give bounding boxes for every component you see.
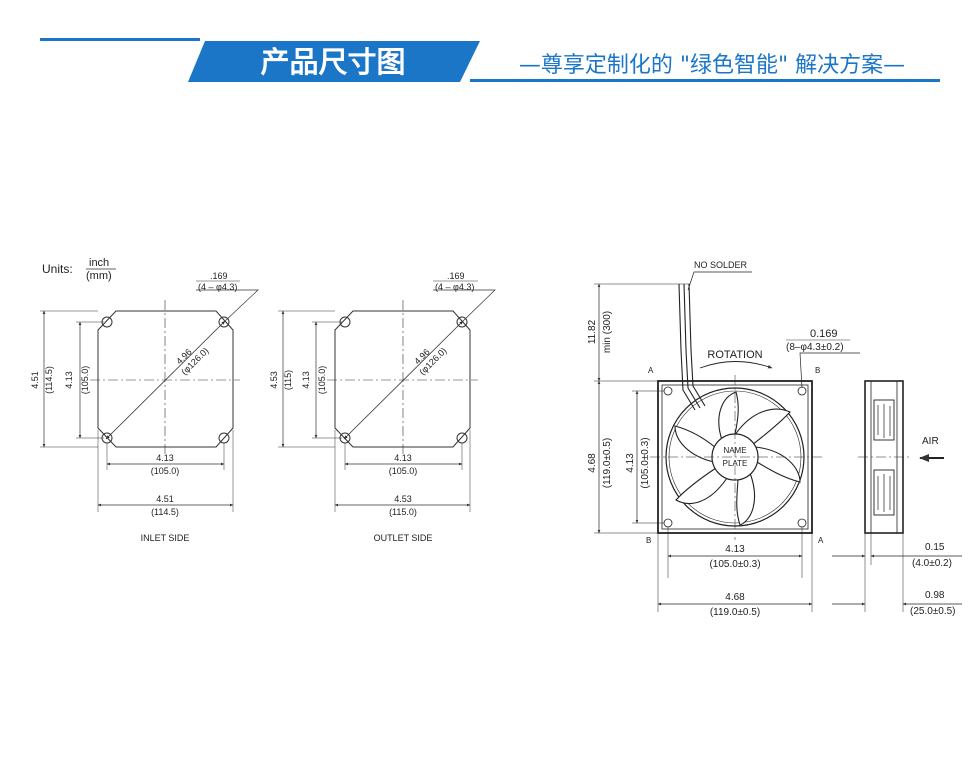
- corner-a-top: A: [648, 366, 654, 375]
- outlet-diagonal: [343, 320, 464, 440]
- fan-blades: [674, 391, 801, 526]
- corner-b-bottom: B: [646, 536, 651, 545]
- units-numerator: inch: [89, 257, 109, 269]
- outlet-hole-size-inch: .169: [447, 271, 465, 281]
- outlet-hole-size-mm: (4 – φ4.3): [435, 282, 474, 292]
- fan-lead-wire: [678, 283, 696, 411]
- fan-hole-leader: [799, 352, 860, 389]
- header-title-block: [188, 41, 480, 82]
- fan-hole-size-inch: 0.169: [810, 328, 838, 340]
- no-solder-leader: [687, 271, 752, 291]
- side-labels: AIR 0.15 (4.0±0.2) 0.98 (25.0±0.5): [910, 436, 956, 617]
- inlet-height-outer-mm: (114.5): [44, 366, 54, 394]
- fan-width-inner-mm: (105.0±0.3): [709, 559, 760, 570]
- inlet-height-outer-inch: 4.51: [30, 371, 40, 389]
- fan-height-outer-mm: (119.0±0.5): [602, 438, 613, 488]
- outlet-height-inner-inch: 4.13: [301, 371, 311, 389]
- depth-mm: (25.0±0.5): [910, 606, 956, 617]
- fan-width-inner-inch: 4.13: [725, 544, 745, 555]
- inlet-width-inner-inch: 4.13: [156, 453, 174, 463]
- inlet-width-outer-mm: (114.5): [151, 507, 179, 517]
- flange-thickness-mm: (4.0±0.2): [912, 558, 952, 569]
- inlet-hole-size-mm: (4 – φ4.3): [198, 282, 237, 292]
- outlet-height-outer-mm: (115): [283, 370, 293, 390]
- outlet-labels: .169 (4 – φ4.3) 4.96 (φ126.0) 4.53 (115)…: [269, 271, 478, 543]
- inlet-labels: .169 (4 – φ4.3) 4.96 (φ126.0) 4.51 (114.…: [30, 271, 240, 543]
- fan-front-view: [594, 271, 860, 612]
- air-label: AIR: [922, 436, 939, 447]
- fan-side-view: [832, 380, 962, 612]
- outlet-outline: [334, 310, 471, 448]
- units-denominator: (mm): [86, 270, 112, 282]
- fan-height-outer-inch: 4.68: [587, 453, 598, 473]
- fan-labels: NO SOLDER 0.169 (8–φ4.3±0.2) ROTATION A …: [587, 260, 850, 618]
- fan-mount-hole: [797, 518, 807, 528]
- outlet-width-outer-mm: (115.0): [389, 507, 417, 517]
- header-banner: 产品尺寸图 —尊享定制化的 "绿色智能" 解决方案—: [40, 38, 940, 82]
- flange-thickness-inch: 0.15: [925, 542, 945, 553]
- outlet-hole-leader: [433, 289, 496, 323]
- header-slogan: —尊享定制化的 "绿色智能" 解决方案—: [519, 53, 905, 78]
- outlet-side-view: [278, 289, 496, 512]
- fan-mount-hole: [663, 518, 673, 528]
- header-bottom-rule: [470, 79, 940, 82]
- inlet-hole-leader: [196, 289, 259, 323]
- corner-b-top: B: [815, 366, 820, 375]
- no-solder-label: NO SOLDER: [694, 260, 748, 270]
- outlet-width-inner-mm: (105.0): [389, 466, 418, 476]
- fan-height-inner-inch: 4.13: [625, 453, 636, 473]
- inlet-hole-size-inch: .169: [210, 271, 228, 281]
- units-label: Units:: [42, 262, 73, 276]
- fan-width-outer-inch: 4.68: [725, 592, 745, 603]
- rotation-arrow: [699, 361, 773, 369]
- header-accent-stripe: [462, 41, 488, 82]
- inlet-width-outer-inch: 4.51: [156, 494, 174, 504]
- outlet-width-inner-inch: 4.13: [394, 453, 412, 463]
- fan-height-inner-mm: (105.0±0.3): [640, 437, 651, 488]
- corner-a-bottom: A: [818, 536, 824, 545]
- rotation-label: ROTATION: [707, 349, 762, 361]
- fan-lead-wire: [683, 283, 701, 409]
- outlet-hole: [456, 432, 468, 444]
- name-plate-line1: NAME: [723, 446, 746, 455]
- inlet-side-view: [40, 289, 259, 512]
- outlet-height-outer-inch: 4.53: [269, 371, 279, 389]
- inlet-height-inner-mm: (105.0): [80, 366, 90, 395]
- header-top-rule: [40, 38, 200, 41]
- fan-width-outer-mm: (119.0±0.5): [710, 607, 760, 618]
- page-title: 产品尺寸图: [260, 45, 405, 79]
- units-label-group: Units: inch (mm): [42, 257, 116, 282]
- outlet-width-outer-inch: 4.53: [394, 494, 412, 504]
- inlet-height-inner-inch: 4.13: [64, 371, 74, 389]
- wire-length-inch: 11.82: [587, 319, 598, 344]
- outlet-height-inner-mm: (105.0): [317, 366, 327, 395]
- inlet-width-inner-mm: (105.0): [151, 466, 180, 476]
- depth-inch: 0.98: [925, 590, 945, 601]
- fan-lead-wire: [688, 283, 706, 407]
- outlet-caption: OUTLET SIDE: [374, 533, 433, 543]
- side-blade-window: [873, 469, 895, 516]
- inlet-diagonal: [105, 320, 226, 440]
- inlet-caption: INLET SIDE: [141, 533, 190, 543]
- name-plate-line2: PLATE: [723, 459, 748, 468]
- wire-length-mm: min (300): [602, 311, 613, 353]
- side-blade-window: [873, 399, 895, 441]
- fan-mount-hole: [663, 386, 673, 396]
- fan-mount-hole: [797, 386, 807, 396]
- fan-hole-size-mm: (8–φ4.3±0.2): [786, 342, 844, 353]
